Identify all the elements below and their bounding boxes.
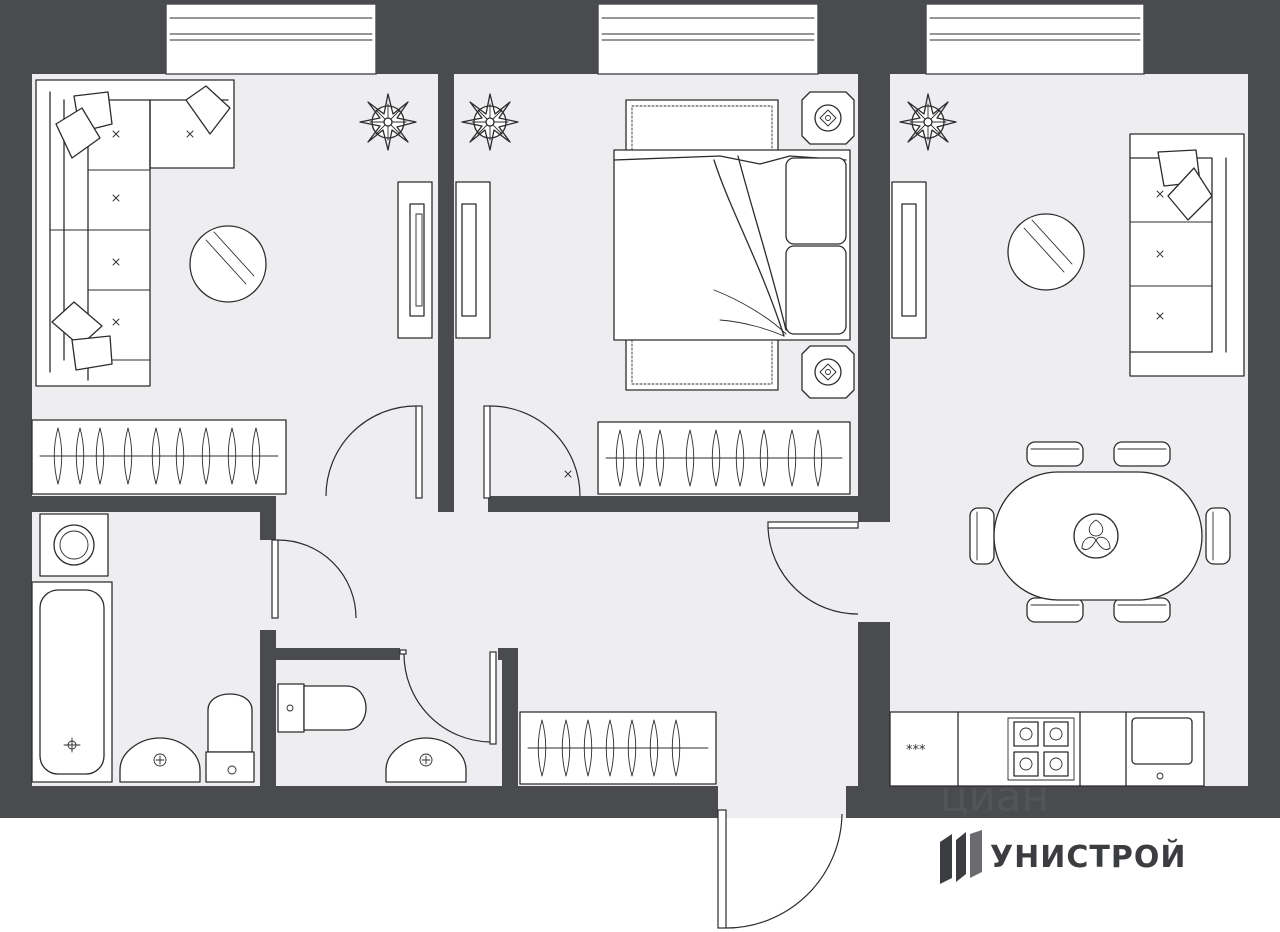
toilet-room-fixtures xyxy=(277,683,467,783)
window-living xyxy=(165,3,377,75)
door-gap-toilet xyxy=(400,648,498,660)
window-kitchen xyxy=(925,3,1145,75)
sofa-kitchen xyxy=(1129,133,1245,377)
sink-toilet-room xyxy=(385,737,467,783)
nightstand-bottom xyxy=(801,345,855,399)
cooktop-label: *** xyxy=(906,743,926,758)
bed xyxy=(613,149,851,341)
door-bathroom xyxy=(271,539,357,619)
brand-logo-icon xyxy=(940,830,982,884)
windows xyxy=(165,3,1145,75)
bathroom-fixtures xyxy=(31,513,255,783)
watermark-text: циан xyxy=(940,772,1050,821)
coffee-table-kitchen xyxy=(1007,213,1085,291)
door-entrance xyxy=(717,809,843,929)
living-opening xyxy=(276,496,410,512)
corner-sofa xyxy=(35,79,235,387)
door-kitchen xyxy=(767,521,859,615)
brand-name: УНИСТРОЙ xyxy=(990,840,1187,875)
brand-logo-block: УНИСТРОЙ xyxy=(938,822,1258,892)
kitchen-living-furniture: *** xyxy=(889,93,1245,787)
toilet xyxy=(277,683,367,733)
door-living-room xyxy=(325,405,423,499)
bedroom-furniture xyxy=(455,91,855,495)
coffee-table-round xyxy=(189,225,267,303)
window-bedroom xyxy=(597,3,819,75)
bathtub xyxy=(31,581,113,783)
tv-stand-bedroom xyxy=(455,181,491,339)
door-toilet xyxy=(399,649,497,745)
washing-machine xyxy=(39,513,109,577)
tv-stand-kitchen xyxy=(891,181,927,339)
dining-set xyxy=(969,441,1231,623)
wardrobe-bedroom xyxy=(597,421,851,495)
toilet-bathroom xyxy=(205,693,255,783)
wardrobe-living xyxy=(31,419,287,495)
door-gap-entry xyxy=(718,786,846,818)
door-gap-living xyxy=(410,406,438,512)
door-gap-bedroom xyxy=(454,406,488,512)
door-bedroom xyxy=(483,405,581,499)
tv-stand-living xyxy=(397,181,433,339)
living-room-furniture xyxy=(31,79,433,495)
nightstand-top xyxy=(801,91,855,145)
door-gap-kitchen xyxy=(858,522,890,622)
kitchen-counter: *** xyxy=(889,711,1205,787)
wardrobe-hallway xyxy=(519,711,717,785)
hallway-furniture xyxy=(519,711,717,785)
sink-bathroom xyxy=(119,737,201,783)
doors xyxy=(271,405,859,929)
